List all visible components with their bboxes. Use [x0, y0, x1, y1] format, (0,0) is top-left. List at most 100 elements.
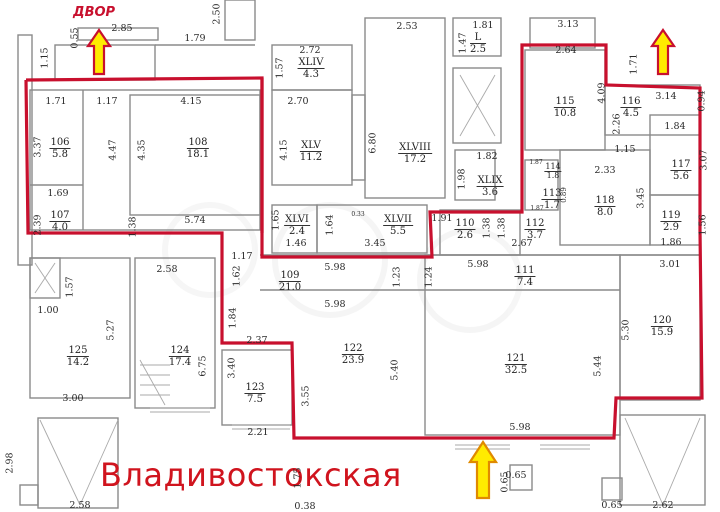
dim: 1.15 — [614, 144, 636, 155]
dim: 1.84 — [664, 121, 686, 132]
dim: 0.33 — [351, 211, 365, 218]
dim: 1.00 — [37, 305, 59, 316]
yard-arrow-left-icon — [86, 28, 112, 76]
dim: 2.21 — [247, 427, 269, 438]
dim: 1.38 — [481, 217, 493, 239]
dim: 1.17 — [231, 251, 253, 262]
dim: 1.38 — [127, 216, 139, 238]
dim: 2.39 — [32, 214, 44, 236]
dim: 2.53 — [396, 21, 418, 32]
dim: 5.98 — [509, 422, 531, 433]
dim: 1.64 — [324, 214, 336, 236]
dim: 1.65 — [270, 209, 282, 231]
dim: 3.45 — [364, 238, 386, 249]
yard-label: ДВОР — [73, 5, 116, 20]
dim: 1.57 — [64, 276, 76, 298]
dim: 4.09 — [596, 82, 608, 104]
dim: 2.72 — [299, 45, 321, 56]
dim: 4.15 — [278, 139, 290, 161]
dim: 2.70 — [287, 96, 309, 107]
dim: 3.07 — [698, 149, 710, 171]
dim: 1.23 — [391, 266, 403, 288]
dim: 1.56 — [697, 214, 709, 236]
dim: 3.45 — [635, 187, 647, 209]
dim: 3.13 — [557, 19, 579, 30]
dim: 0.65 — [601, 500, 623, 511]
street-name-label: Владивостокская — [100, 456, 402, 494]
dim: 4.15 — [180, 96, 202, 107]
dim: 3.14 — [655, 91, 677, 102]
dim: 1.46 — [285, 238, 307, 249]
dim: 1.75 — [292, 467, 304, 489]
dim: 1.57 — [274, 57, 286, 79]
dim: 1.84 — [227, 307, 239, 329]
dim: 0.94 — [696, 90, 708, 112]
dim: 1.98 — [456, 168, 468, 190]
dim: 1.82 — [476, 151, 498, 162]
dim: 1.17 — [96, 96, 118, 107]
dim: 5.30 — [620, 319, 632, 341]
dim: 2.50 — [211, 3, 223, 25]
dim: 0.55 — [69, 27, 81, 49]
dim: 2.37 — [246, 335, 268, 346]
dim: 1.69 — [47, 188, 69, 199]
dim: 5.98 — [467, 259, 489, 270]
dim: 6.75 — [197, 355, 209, 377]
dim: 0.38 — [294, 501, 316, 512]
dim: 0.65 — [505, 470, 527, 481]
dim: 3.55 — [300, 385, 312, 407]
dim: 1.47 — [457, 32, 469, 54]
dim: 3.40 — [226, 357, 238, 379]
yard-arrow-right-icon — [650, 28, 676, 76]
dim: 0.89 — [560, 187, 568, 203]
dim: 1.91 — [431, 213, 453, 224]
dim: 1.79 — [184, 33, 206, 44]
dim: 3.37 — [32, 136, 44, 158]
dim: 5.74 — [184, 215, 206, 226]
dim: 2.58 — [156, 264, 178, 275]
dim: 3.01 — [659, 259, 681, 270]
dim: 1.87 — [530, 205, 544, 212]
dim: 1.81 — [472, 20, 494, 31]
dim: 2.67 — [511, 238, 533, 249]
dim: 2.85 — [111, 23, 133, 34]
dim: 2.64 — [555, 45, 577, 56]
street-entrance-arrow-icon — [468, 440, 498, 500]
highlighted-premises-outline — [24, 43, 704, 440]
dim: 5.98 — [324, 262, 346, 273]
dim: 2.33 — [594, 165, 616, 176]
dim: 3.00 — [62, 393, 84, 404]
dim: 1.71 — [628, 53, 640, 75]
dim: 5.40 — [389, 359, 401, 381]
dim: 5.98 — [324, 299, 346, 310]
dim: 5.27 — [105, 319, 117, 341]
walls — [17, 0, 706, 509]
